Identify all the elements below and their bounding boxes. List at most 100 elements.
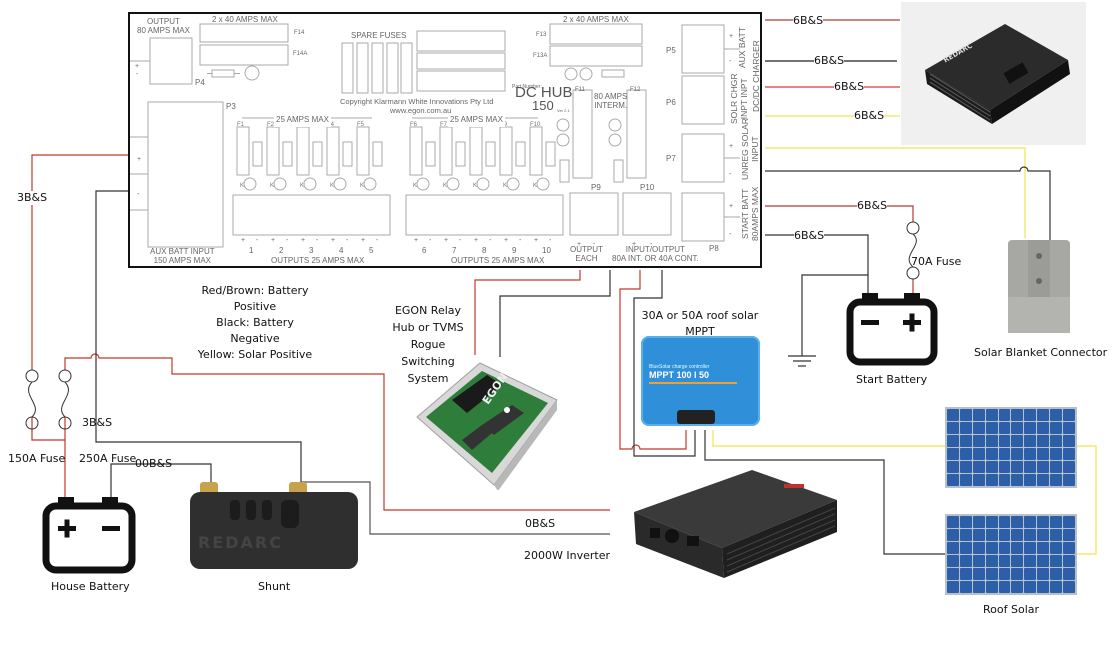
terminal-plus: + — [414, 237, 419, 244]
p3-minus: - — [137, 191, 140, 198]
fuse-resistor — [342, 141, 353, 167]
wire-start-pos — [765, 205, 914, 222]
terminal-plus: + — [444, 237, 449, 244]
model-name: DC HUB — [515, 84, 573, 101]
solar-cell — [985, 516, 998, 528]
egon-relay-image — [416, 362, 558, 490]
solar-cell — [998, 555, 1011, 567]
input-output-label: INPUT/OUTPUT 80A INT. OR 40A CONT. — [612, 245, 699, 263]
solar-cell — [1063, 542, 1075, 554]
mppt-subtitle: BlueSolar charge controller — [649, 364, 710, 370]
terminal-plus: + — [474, 237, 479, 244]
p10-plus: + — [632, 241, 637, 248]
solar-cell — [1050, 448, 1063, 460]
p10-minus: - — [650, 241, 653, 248]
fuse-led — [243, 177, 257, 191]
p7-label: P7 — [666, 154, 676, 163]
solar-cell — [959, 409, 972, 421]
solar-cell — [972, 448, 985, 460]
terminal-minus: - — [256, 237, 259, 244]
fuse-resistor — [455, 141, 466, 167]
solar-cell — [985, 542, 998, 554]
terminal-plus: + — [301, 237, 306, 244]
fuse-holder — [236, 126, 250, 176]
output-number: 7 — [452, 246, 457, 255]
wire-label-start-pos: 6B&S — [857, 199, 888, 213]
fuse-70a-label: 70A Fuse — [911, 255, 962, 268]
output-number: 6 — [422, 246, 427, 255]
wire-label-dcdc-2: 6B&S — [814, 54, 845, 68]
solar-cell — [1050, 461, 1063, 473]
output-each-label: OUTPUT EACH — [570, 245, 603, 263]
terminal-minus: - — [519, 237, 522, 244]
led-k-label: K — [533, 183, 537, 189]
solar-blanket-label: Solar Blanket Connector — [974, 346, 1108, 359]
terminal-minus: - — [549, 237, 552, 244]
solar-cell — [998, 461, 1011, 473]
fuse-resistor — [425, 141, 436, 167]
solar-cell — [959, 461, 972, 473]
solar-cell — [985, 474, 998, 486]
unreg-solar-vlabel: UNREG SOLAR INPUT — [740, 118, 760, 180]
legend-line: Yellow: Solar Positive — [197, 348, 313, 361]
p9-label: P9 — [591, 183, 601, 192]
fuse-70a-symbol — [906, 221, 920, 280]
dcdc-charger-image — [925, 24, 1070, 124]
solar-cell — [1037, 581, 1050, 593]
solar-cell — [947, 435, 959, 447]
solar-cell — [1050, 422, 1063, 434]
solar-cell — [1024, 516, 1037, 528]
wire-mppt-neg — [633, 270, 696, 457]
p5-label: P5 — [666, 46, 676, 55]
f14-label: F14 — [294, 30, 305, 36]
amps-25-right: 25 AMPS MAX — [448, 113, 505, 127]
fuse-resistor — [282, 141, 293, 167]
mppt-controller-image: BlueSolar charge controller MPPT 100 I 5… — [641, 336, 760, 426]
egon-relay-label-line: Rogue — [410, 338, 446, 351]
solar-cell — [1037, 435, 1050, 447]
wire-solar-blanket-neg — [765, 166, 1051, 240]
fuse-250a-label: 250A Fuse — [79, 452, 137, 465]
dcdc-charger-vlabel: DC/DC CHARGER — [751, 40, 761, 112]
start-battery-label: Start Battery — [856, 373, 928, 386]
solar-cell — [1063, 448, 1075, 460]
legend-line: Positive — [233, 300, 277, 313]
solar-cell — [998, 516, 1011, 528]
f11-label: F11 — [575, 87, 585, 93]
legend-line: Red/Brown: Battery — [201, 284, 309, 297]
solar-cell — [1024, 529, 1037, 541]
egon-relay-label-line: System — [407, 372, 449, 385]
led-k-label: K — [300, 183, 304, 189]
ground-symbol — [788, 355, 816, 367]
solar-cell — [972, 568, 985, 580]
solar-cell — [1024, 435, 1037, 447]
terminal-plus: + — [504, 237, 509, 244]
p9-minus: - — [593, 241, 596, 248]
led-k-label: K — [240, 183, 244, 189]
solar-cell — [972, 529, 985, 541]
fuse-group-right: F6KF7KF8KF9KF10K — [409, 122, 556, 191]
led-k-label: K — [330, 183, 334, 189]
solar-cell — [998, 529, 1011, 541]
p4-output-label: OUTPUT 80 AMPS MAX — [137, 17, 190, 35]
inverter-image — [634, 470, 837, 578]
p8-minus: - — [729, 231, 732, 238]
p8-label: P8 — [709, 244, 719, 253]
solar-cell — [998, 581, 1011, 593]
start-battery-icon — [846, 293, 938, 366]
terminal-plus: + — [271, 237, 276, 244]
fuse-holder — [469, 126, 483, 176]
shunt-label: Shunt — [258, 580, 291, 593]
solar-cell — [959, 474, 972, 486]
fuse-led — [536, 177, 550, 191]
terminal-minus: - — [489, 237, 492, 244]
fuse-resistor — [252, 141, 263, 167]
solar-cell — [1011, 435, 1024, 447]
f13a-label: F13A — [533, 53, 548, 59]
fuse-resistor — [545, 141, 556, 167]
fuse-resistor — [485, 141, 496, 167]
solar-cell — [972, 422, 985, 434]
f12-label: F12 — [630, 87, 641, 93]
